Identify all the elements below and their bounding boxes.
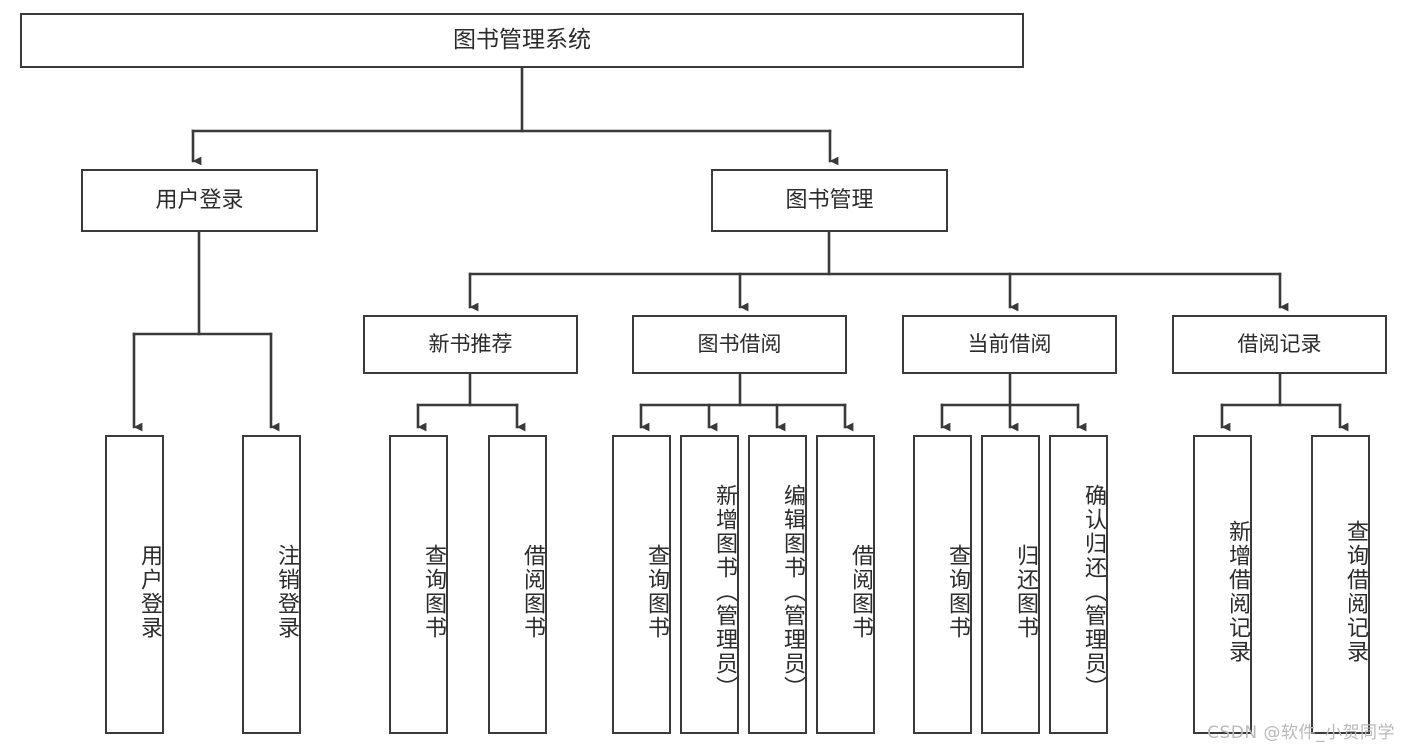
- csdn-watermark: CSDN @软件_小贺同学: [1207, 723, 1395, 743]
- node-label: 借阅图书: [848, 543, 873, 640]
- node-borrow-record[interactable]: 借阅记录: [1172, 315, 1387, 374]
- node-root-system[interactable]: 图书管理系统: [20, 13, 1024, 68]
- node-user-login[interactable]: 用户登录: [81, 169, 318, 232]
- node-label: 图书管理系统: [453, 27, 591, 54]
- leaf-user-login-logout[interactable]: 注销登录: [242, 435, 301, 734]
- node-label: 用户登录: [137, 543, 162, 640]
- leaf-current-borrow-confirm-admin[interactable]: 确认归还（管理员）: [1049, 435, 1108, 734]
- node-label: 查询图书: [945, 543, 970, 640]
- leaf-borrow-record-query[interactable]: 查询借阅记录: [1311, 435, 1370, 734]
- leaf-book-borrow-query[interactable]: 查询图书: [612, 435, 671, 734]
- leaf-book-borrow-add-admin[interactable]: 新增图书（管理员）: [680, 435, 739, 734]
- node-label: 新书推荐: [428, 332, 513, 357]
- node-label: 借阅记录: [1237, 332, 1322, 357]
- leaf-borrow-record-add[interactable]: 新增借阅记录: [1193, 435, 1252, 734]
- node-label: 借阅图书: [520, 543, 545, 640]
- node-label: 查询借阅记录: [1343, 519, 1368, 664]
- node-label: 用户登录: [155, 187, 244, 213]
- node-label: 新增图书（管理员）: [712, 483, 737, 700]
- node-new-book-recommend[interactable]: 新书推荐: [363, 315, 578, 374]
- leaf-user-login-login[interactable]: 用户登录: [105, 435, 164, 734]
- leaf-new-book-borrow[interactable]: 借阅图书: [488, 435, 547, 734]
- node-book-management[interactable]: 图书管理: [711, 169, 948, 232]
- node-label: 新增借阅记录: [1225, 519, 1250, 664]
- node-label: 图书管理: [785, 187, 874, 213]
- leaf-book-borrow-borrow[interactable]: 借阅图书: [816, 435, 875, 734]
- node-label: 注销登录: [274, 543, 299, 640]
- leaf-current-borrow-query[interactable]: 查询图书: [913, 435, 972, 734]
- leaf-book-borrow-edit-admin[interactable]: 编辑图书（管理员）: [748, 435, 807, 734]
- node-label: 当前借阅: [967, 332, 1052, 357]
- node-current-borrow[interactable]: 当前借阅: [902, 315, 1117, 374]
- leaf-current-borrow-return[interactable]: 归还图书: [981, 435, 1040, 734]
- node-book-borrow[interactable]: 图书借阅: [632, 315, 847, 374]
- node-label: 查询图书: [421, 543, 446, 640]
- leaf-new-book-query[interactable]: 查询图书: [389, 435, 448, 734]
- node-label: 确认归还（管理员）: [1081, 483, 1106, 700]
- node-label: 图书借阅: [697, 332, 782, 357]
- node-label: 归还图书: [1013, 543, 1038, 640]
- node-label: 查询图书: [644, 543, 669, 640]
- node-label: 编辑图书（管理员）: [780, 483, 805, 700]
